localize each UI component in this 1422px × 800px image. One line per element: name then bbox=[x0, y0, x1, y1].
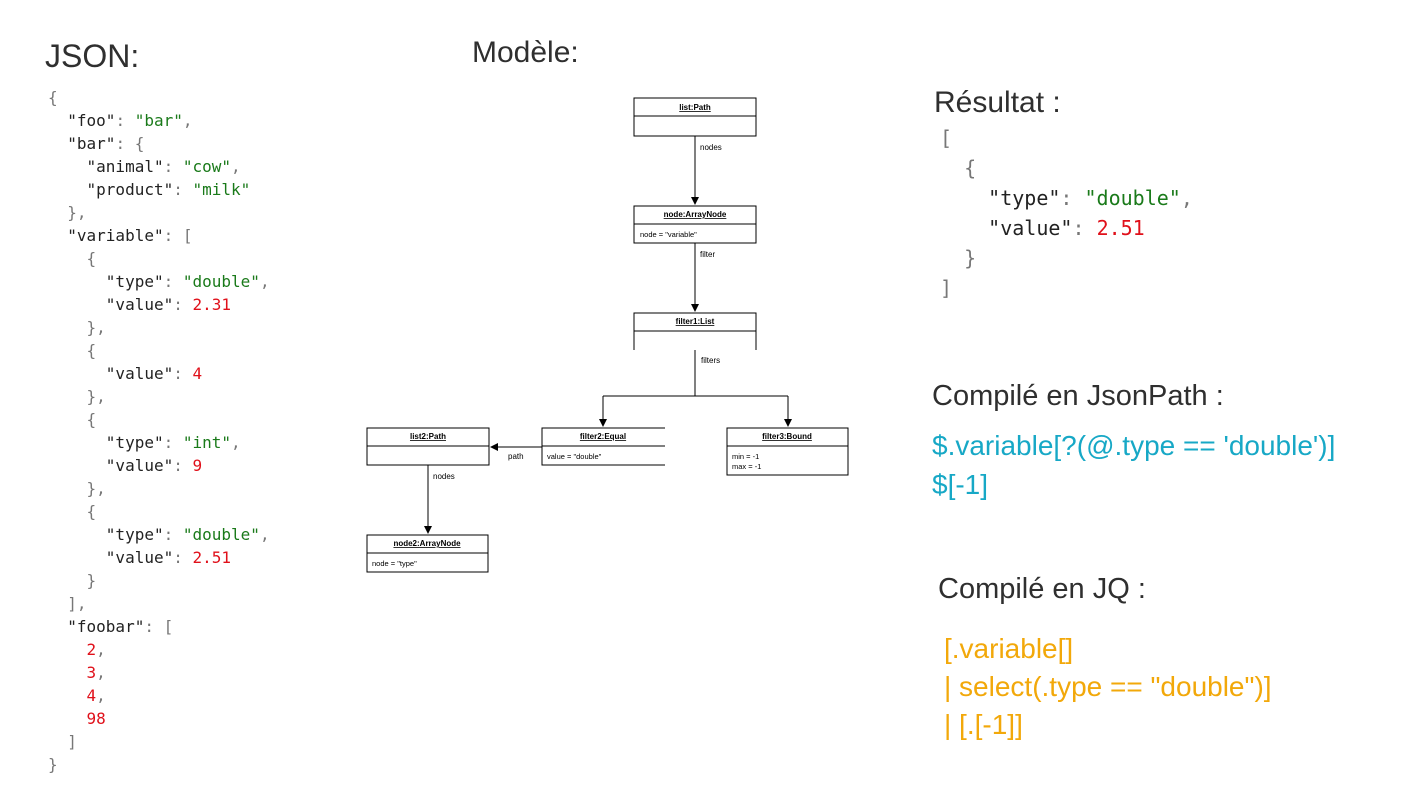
code-line: "variable": [ bbox=[67, 226, 193, 245]
code-line: "foobar": [ bbox=[67, 617, 174, 636]
code-line: "value": 9 bbox=[105, 456, 203, 475]
uml-node-attr: value = "double" bbox=[547, 452, 602, 461]
uml-node-label: list2:Path bbox=[410, 432, 446, 441]
uml-node-label: list:Path bbox=[679, 103, 711, 112]
uml-node-attr: min = -1 bbox=[732, 452, 759, 461]
code-line: "type": "int", bbox=[105, 433, 241, 452]
edge-label: path bbox=[508, 452, 524, 461]
code-line: } bbox=[48, 755, 58, 774]
code-line: { bbox=[48, 88, 58, 107]
edge-label: nodes bbox=[433, 472, 455, 481]
code-line: ], bbox=[67, 594, 87, 613]
edge-label: filter bbox=[700, 250, 715, 259]
code-line: 98 bbox=[86, 709, 106, 728]
edge-list2-to-node2: nodes bbox=[424, 465, 455, 534]
code-line: "product": "milk" bbox=[86, 180, 251, 199]
code-line: { bbox=[86, 502, 97, 521]
code-line: { bbox=[86, 249, 97, 268]
uml-node-node2-arraynode: node2:ArrayNode node = "type" bbox=[366, 534, 489, 573]
edge-label: nodes bbox=[700, 143, 722, 152]
uml-node-node-arraynode: node:ArrayNode node = "variable" bbox=[633, 205, 757, 244]
json-code-block: { "foo": "bar", "bar": { "animal": "cow"… bbox=[48, 86, 270, 776]
uml-node-attr: max = -1 bbox=[732, 462, 761, 471]
edge-filter1-to-filters: filters bbox=[599, 350, 792, 427]
model-title: Modèle: bbox=[472, 36, 579, 69]
code-line: "type": "double", bbox=[105, 272, 270, 291]
uml-node-filter3-bound: filter3:Bound min = -1 max = -1 bbox=[726, 427, 849, 476]
code-line: "value": 4 bbox=[105, 364, 203, 383]
code-line: 2, bbox=[86, 640, 106, 659]
result-title: Résultat : bbox=[934, 86, 1061, 119]
code-line: "foo": "bar", bbox=[67, 111, 193, 130]
uml-node-label: filter3:Bound bbox=[762, 432, 812, 441]
uml-node-label: filter2:Equal bbox=[580, 432, 626, 441]
uml-node-list2-path: list2:Path bbox=[366, 427, 490, 466]
code-line: }, bbox=[86, 318, 106, 337]
code-line: 3, bbox=[86, 663, 106, 682]
jsonpath-expression-line: $.variable[?(@.type == 'double')] bbox=[932, 430, 1336, 461]
code-line: ] bbox=[67, 732, 77, 751]
jsonpath-title: Compilé en JsonPath : bbox=[932, 380, 1224, 412]
code-line: }, bbox=[86, 387, 106, 406]
code-line: "value": 2.51 bbox=[105, 548, 232, 567]
code-line: }, bbox=[86, 479, 106, 498]
edge-node-to-filter1: filter bbox=[691, 243, 715, 312]
uml-node-label: filter1:List bbox=[676, 317, 715, 326]
code-line: "value": 2.51 bbox=[988, 216, 1145, 240]
code-line: { bbox=[86, 410, 97, 429]
json-title: JSON: bbox=[45, 38, 140, 74]
jsonpath-expression-line: $[-1] bbox=[932, 469, 989, 500]
uml-node-filter1-list: filter1:List bbox=[633, 312, 757, 350]
uml-node-attr: node = "type" bbox=[372, 559, 417, 568]
uml-node-label: node2:ArrayNode bbox=[393, 539, 461, 548]
code-line: "type": "double", bbox=[105, 525, 270, 544]
model-diagram: list:Path node:ArrayNode node = "variabl… bbox=[366, 97, 849, 573]
code-line: } bbox=[964, 246, 977, 270]
code-line: { bbox=[86, 341, 97, 360]
uml-node-attr: node = "variable" bbox=[640, 230, 697, 239]
code-line: } bbox=[86, 571, 97, 590]
code-line: 4, bbox=[86, 686, 106, 705]
jq-expression-line: | select(.type == "double")] bbox=[944, 671, 1272, 702]
uml-node-filter2-equal: filter2:Equal value = "double" bbox=[541, 427, 665, 466]
result-code-block: [ { "type": "double", "value": 2.51 }] bbox=[940, 123, 1193, 303]
edge-list-to-node: nodes bbox=[691, 136, 722, 205]
jq-title: Compilé en JQ : bbox=[938, 573, 1146, 605]
uml-node-label: node:ArrayNode bbox=[664, 210, 727, 219]
code-line: [ bbox=[940, 126, 953, 150]
code-line: "value": 2.31 bbox=[105, 295, 232, 314]
code-line: { bbox=[964, 156, 977, 180]
code-line: ] bbox=[940, 276, 953, 300]
edge-label: filters bbox=[701, 356, 720, 365]
code-line: "bar": { bbox=[67, 134, 145, 153]
uml-node-list-path: list:Path bbox=[633, 97, 757, 137]
code-line: }, bbox=[67, 203, 87, 222]
edge-filter2-to-list2: path bbox=[490, 443, 542, 461]
jq-expression-line: | [.[-1]] bbox=[944, 709, 1023, 740]
code-line: "animal": "cow", bbox=[86, 157, 241, 176]
code-line: "type": "double", bbox=[988, 186, 1193, 210]
jq-expression-line: [.variable[] bbox=[944, 633, 1074, 664]
